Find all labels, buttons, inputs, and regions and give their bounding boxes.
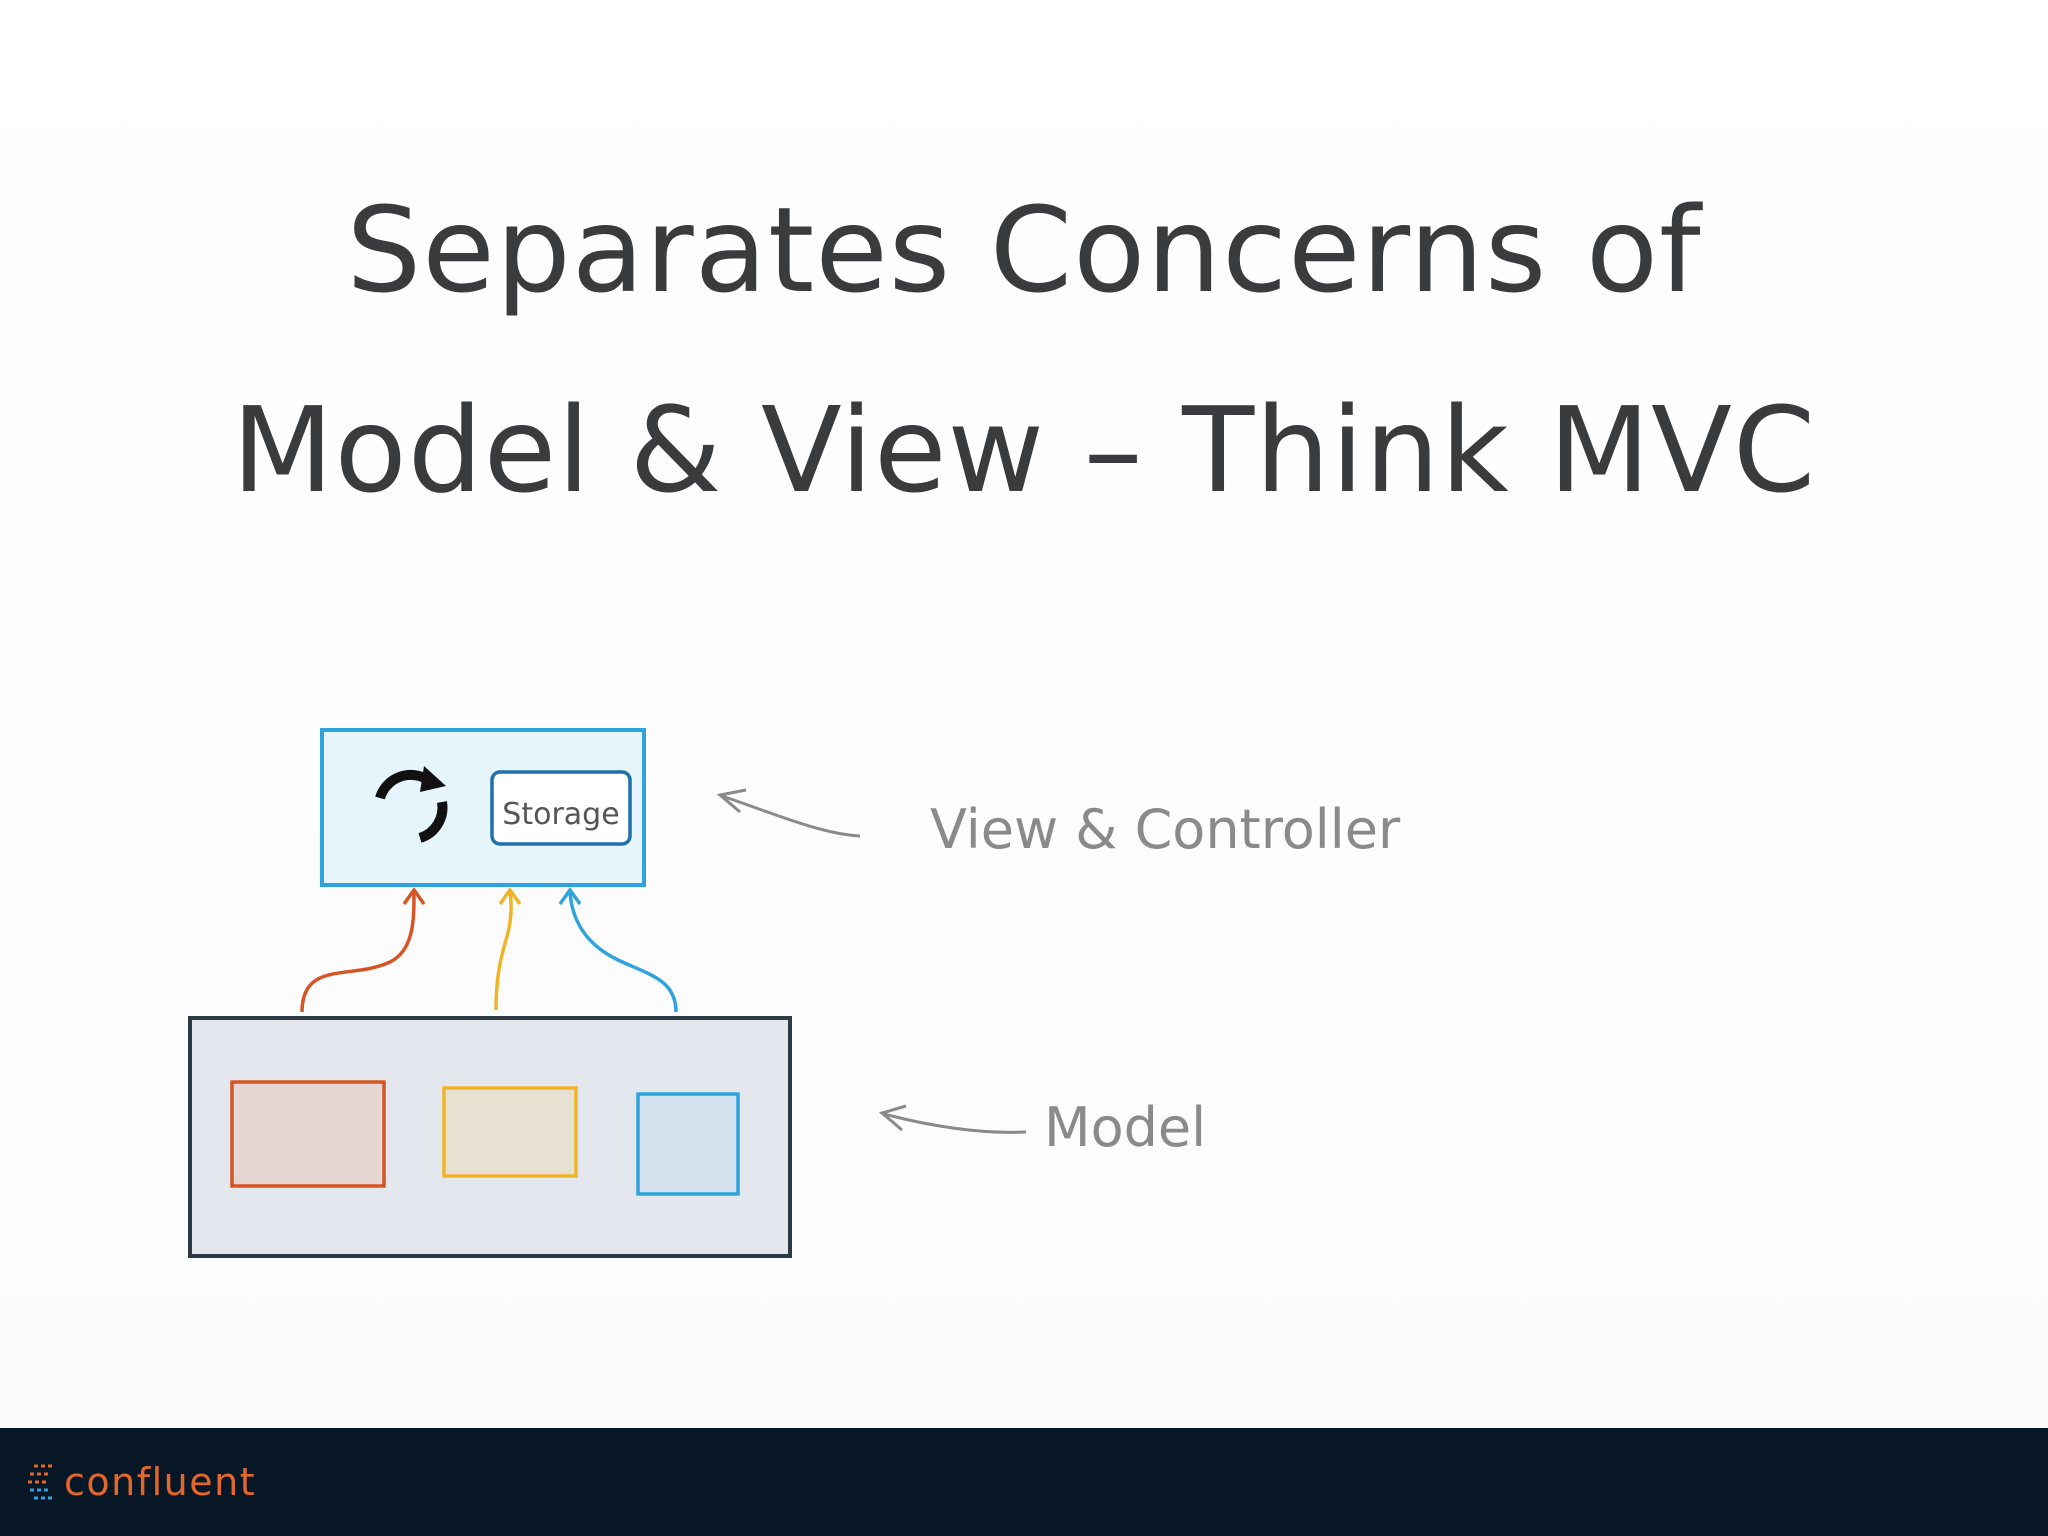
title-line-1: Separates Concerns of (346, 181, 1702, 319)
confluent-logo: confluent (26, 1450, 256, 1514)
slide-canvas: Separates Concerns of Model & View – Thi… (0, 0, 2048, 1428)
title-line-2: Model & View – Think MVC (231, 381, 1817, 519)
orange-arrow (300, 891, 416, 1013)
model-box (188, 1016, 792, 1258)
view-controller-annotation: View & Controller (930, 798, 1401, 861)
brand-name: confluent (64, 1460, 257, 1504)
mvc-diagram: Storage View & Controller Mo (188, 728, 1401, 1258)
slide-title: Separates Concerns of Model & View – Thi… (0, 150, 2048, 550)
data-flow-arrows (300, 886, 678, 1013)
confluent-mark-icon (28, 1464, 52, 1500)
model-item-blue (636, 1092, 740, 1196)
yellow-arrow (494, 891, 513, 1011)
model-item-orange (230, 1080, 386, 1188)
refresh-cycle-icon (375, 766, 448, 843)
model-annotation-arrow (878, 1104, 1027, 1134)
storage-label: Storage (502, 797, 619, 832)
model-annotation: Model (1044, 1096, 1206, 1159)
view-annotation-arrow (716, 788, 861, 838)
storage-box: Storage (490, 770, 632, 846)
footer-bar: confluent (0, 1428, 2048, 1536)
blue-arrow (568, 891, 678, 1013)
model-item-yellow (442, 1086, 578, 1178)
